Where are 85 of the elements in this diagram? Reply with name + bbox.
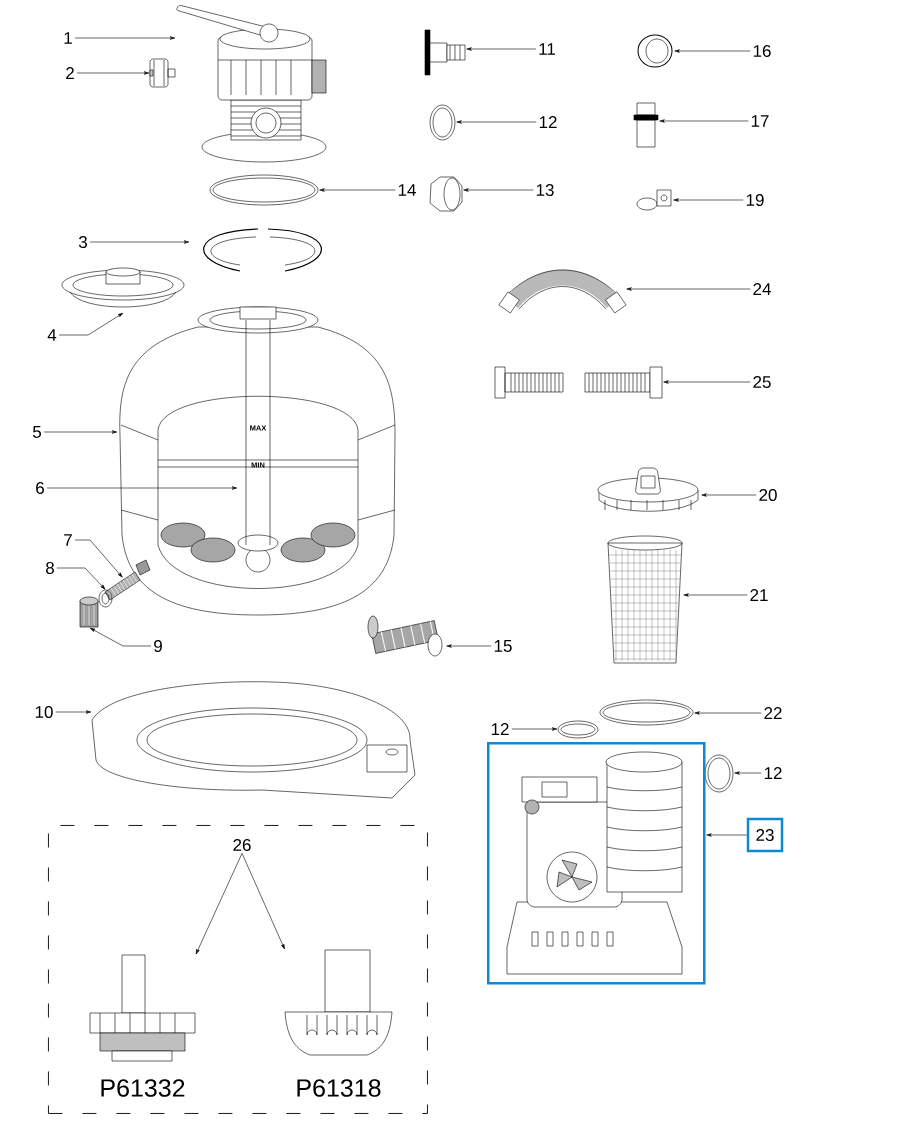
fitting-drawing [424, 29, 466, 76]
part-number: P61332 [101, 1079, 185, 1097]
leader-line [683, 593, 748, 597]
callout-number: 12 [764, 767, 782, 779]
callout-number: 22 [764, 707, 782, 719]
leader-line [319, 188, 396, 192]
leader-line [659, 119, 749, 123]
callout-number: 25 [753, 376, 771, 389]
leader-line [46, 486, 238, 490]
leader-line [76, 71, 150, 75]
callout-number: 11 [539, 43, 555, 55]
basket-drawing [607, 535, 683, 664]
callout-number: 8 [46, 562, 54, 575]
callout-number: 9 [154, 640, 162, 653]
adapter-drawing [633, 102, 659, 148]
o-ring-drawing [557, 720, 599, 739]
callout-number: 15 [494, 640, 512, 652]
leader-line [195, 853, 243, 955]
base-drawing [91, 681, 416, 799]
callout-number: 12 [539, 116, 557, 128]
lateral-drawing [367, 615, 443, 657]
leader-line [734, 771, 762, 775]
cap-drawing [79, 596, 99, 628]
callout-box: 23 [746, 817, 784, 853]
hose-drawing [498, 269, 627, 314]
leader-line [463, 188, 534, 192]
lid-drawing [597, 467, 699, 512]
valve-drawing [176, 5, 327, 163]
pump-drawing [487, 742, 706, 985]
o-ring-drawing [98, 589, 113, 608]
leader-line [89, 240, 190, 244]
callout-number: 14 [398, 184, 416, 196]
leader-line [74, 539, 123, 578]
callout-number: 10 [35, 706, 53, 719]
callout-number: 3 [78, 236, 87, 249]
o-ring-drawing [704, 754, 734, 793]
tank-drawing [119, 306, 396, 616]
callout-number: 24 [753, 283, 771, 295]
leader-line [626, 287, 751, 291]
leader-line [674, 49, 751, 53]
leader-line [456, 120, 537, 124]
o-ring-drawing [599, 699, 694, 726]
leader-line [55, 710, 92, 714]
leader-line [694, 711, 762, 715]
leader-line [58, 312, 124, 336]
leader-line [74, 36, 176, 40]
cap-drawing [429, 176, 463, 212]
leader-line [706, 833, 748, 837]
leader-line [511, 727, 558, 731]
callout-number: 2 [66, 67, 74, 79]
callout-number: 21 [750, 589, 768, 601]
callout-number: 26 [233, 839, 251, 852]
leader-line [56, 567, 106, 590]
fitting-drawing [89, 954, 196, 1062]
leader-line [89, 627, 152, 647]
leader-line [43, 430, 118, 434]
nut-drawing [637, 34, 673, 68]
leader-line [446, 644, 492, 648]
plug-drawing [149, 58, 176, 88]
callout-number: 20 [759, 489, 777, 502]
leader-line [673, 198, 744, 202]
strainer-drawing [104, 559, 151, 601]
o-ring-drawing [209, 174, 319, 206]
clamp-drawing [636, 189, 672, 211]
callout-number: 1 [64, 32, 72, 44]
callout-number: 19 [746, 194, 764, 207]
clamp-drawing [203, 228, 322, 272]
callout-number: 16 [753, 45, 771, 57]
hose-drawing [494, 366, 663, 399]
lid-drawing [61, 267, 185, 308]
part-number: P61318 [297, 1079, 381, 1097]
callout-number: 4 [47, 329, 57, 341]
callout-number: 13 [536, 184, 554, 197]
leader-line [466, 47, 537, 51]
callout-number: 12 [491, 723, 509, 735]
callout-number: 5 [32, 426, 41, 438]
leader-line [663, 380, 751, 384]
o-ring-drawing [429, 104, 456, 141]
callout-number: 17 [751, 115, 769, 127]
callout-number: 7 [64, 534, 72, 546]
leader-line [241, 853, 285, 950]
fitting-drawing [284, 949, 393, 1056]
leader-line [701, 493, 757, 497]
callout-number: 6 [36, 482, 44, 495]
pipe-drawing [245, 319, 271, 546]
